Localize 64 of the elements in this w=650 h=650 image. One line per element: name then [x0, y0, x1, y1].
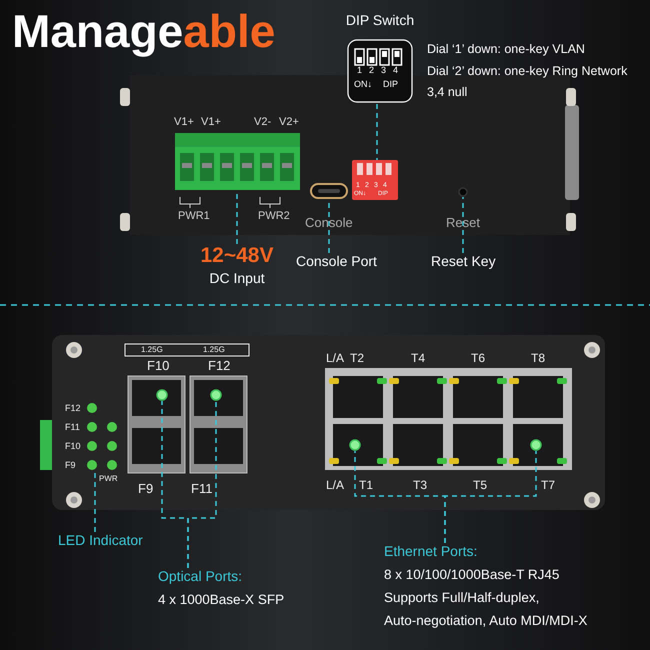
port-label: L/A [326, 352, 344, 364]
port-label: T7 [541, 479, 556, 491]
spec-text: 8 x 10/100/1000Base-T RJ45 [384, 567, 560, 582]
port-label: T3 [413, 479, 428, 491]
leader-line [376, 104, 378, 160]
callout-text: LED Indicator [58, 532, 143, 548]
port-label: F11 [191, 482, 212, 495]
callout-heading: Optical Ports: [158, 568, 244, 584]
part-label: ON↓ [354, 80, 372, 89]
part-label: 4 [393, 66, 398, 75]
port-label: F10 [147, 359, 170, 372]
port-led [156, 389, 168, 401]
led-label: F10 [65, 442, 81, 451]
part-label: PWR2 [258, 211, 290, 222]
leader-line [187, 401, 217, 568]
part-label: DIP [383, 80, 398, 89]
part-label: PWR1 [178, 211, 210, 222]
note-text: 3,4 null [427, 86, 468, 98]
reset-hole [458, 187, 468, 197]
led-label: PWR [99, 475, 118, 483]
callout-heading: DIP Switch [346, 12, 414, 28]
port-label: T6 [471, 352, 486, 364]
port-label: T8 [531, 352, 546, 364]
leader-line [444, 451, 537, 543]
note-text: Dial ‘1’ down: one-key VLAN [427, 43, 585, 56]
port-label: T1 [359, 479, 374, 491]
port-label: T2 [350, 352, 364, 364]
part-label: 3 [381, 66, 386, 75]
part-label: V1+ [201, 117, 221, 128]
led-label: F12 [65, 404, 81, 413]
port-label: F12 [208, 359, 230, 372]
callout-text: DC Input [208, 270, 266, 286]
port-led [210, 389, 222, 401]
leader-line [94, 472, 96, 532]
part-label: 1 [357, 66, 362, 75]
port-label: T5 [473, 479, 488, 491]
spec-text: 4 x 1000Base-X SFP [158, 592, 284, 607]
port-label: T4 [411, 352, 426, 364]
part-label: V2+ [279, 117, 299, 128]
callout-text: Reset Key [431, 253, 496, 269]
part-label: V2- [254, 117, 272, 128]
title: Manageable [12, 4, 276, 58]
port-label: 1.25G [141, 346, 163, 354]
port-label: 1.25G [203, 346, 225, 354]
port-led [530, 439, 542, 451]
callout-text: Console Port [296, 253, 377, 269]
port-label: F9 [138, 482, 154, 495]
note-text: Dial ‘2’ down: one-key Ring Network [427, 64, 628, 77]
terminal-block [175, 133, 300, 190]
callout-heading: Ethernet Ports: [384, 543, 478, 559]
port-led [349, 439, 361, 451]
spec-text: Supports Full/Half-duplex, [384, 590, 540, 605]
dip-switch [352, 160, 398, 200]
part-label: V1+ [174, 117, 194, 128]
spec-text: Auto-negotiation, Auto MDI/MDI-X [384, 613, 588, 628]
part-label: Console [305, 216, 353, 229]
port-label: L/A [326, 479, 344, 491]
led-label: F11 [65, 423, 80, 432]
part-label: Reset [446, 216, 480, 229]
voltage-value: 12~48V [200, 244, 274, 268]
led-label: F9 [65, 461, 76, 470]
part-label: 2 [369, 66, 374, 75]
usb-port [310, 183, 348, 199]
leader-line [462, 197, 464, 253]
